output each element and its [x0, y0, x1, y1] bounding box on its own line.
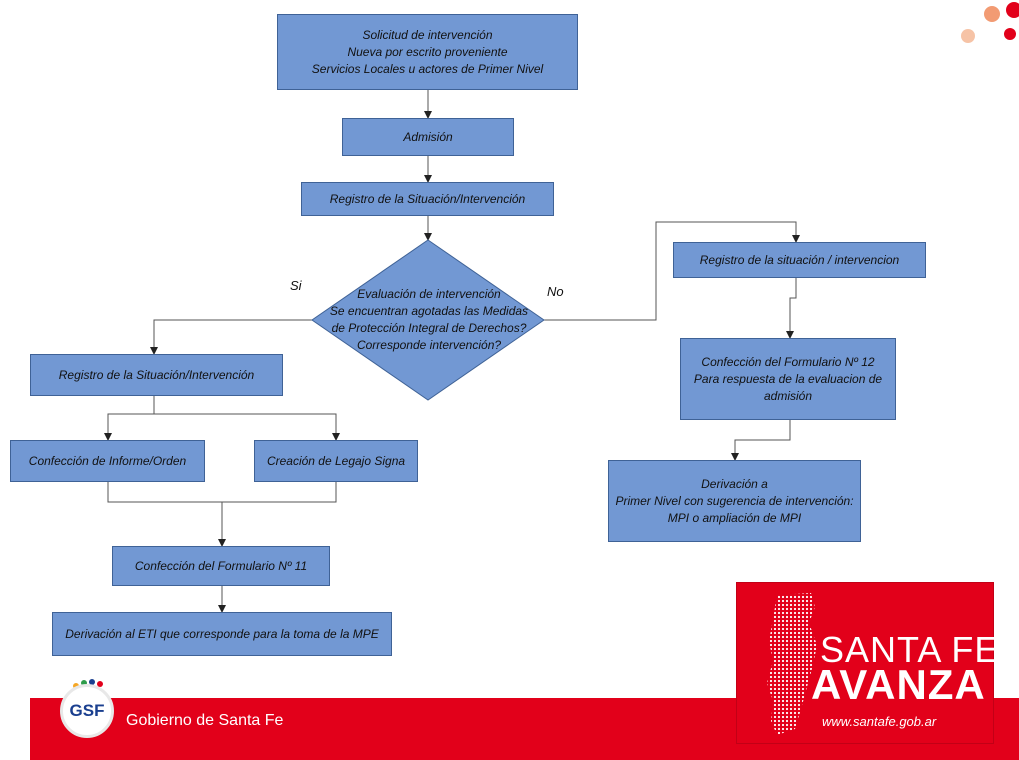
brand-line-1: SANTA FE — [820, 629, 1000, 670]
decision-diamond — [311, 239, 545, 401]
form12-line-2: Para respuesta de la evaluacion de — [693, 371, 883, 386]
santa-fe-avanza-logo — [736, 582, 994, 744]
no-register-label: Registro de la situación / intervencion — [699, 252, 900, 267]
decision-line-1: Evaluación de intervención — [357, 287, 501, 301]
website-link[interactable]: www.santafe.gob.ar — [822, 714, 937, 729]
decision-line-3: de Protección Integral de Derechos? — [331, 321, 527, 335]
legajo-label: Creación de Legajo Signa — [266, 453, 406, 468]
form12-line-3: admisión — [763, 388, 812, 403]
no-derivation-line-3: MPI o ampliación de MPI — [667, 510, 802, 525]
no-register-box: Registro de la situación / intervencion — [673, 242, 926, 278]
request-box: Solicitud de intervención Nueva por escr… — [277, 14, 578, 90]
gsf-logo-text: GSF — [69, 701, 105, 720]
form11-label: Confección del Formulario Nº 11 — [134, 558, 308, 573]
no-derivation-line-2: Primer Nivel con sugerencia de intervenc… — [615, 493, 854, 508]
yes-derivation-box: Derivación al ETI que corresponde para l… — [52, 612, 392, 656]
admission-box: Admisión — [342, 118, 514, 156]
decision-line-2: Se encuentran agotadas las Medidas — [329, 304, 529, 318]
decision-line-4: Corresponde intervención? — [356, 338, 502, 352]
form12-line-1: Confección del Formulario Nº 12 — [701, 354, 875, 369]
no-derivation-box: Derivación a Primer Nivel con sugerencia… — [608, 460, 861, 542]
yes-derivation-label: Derivación al ETI que corresponde para l… — [65, 626, 379, 641]
register-top-label: Registro de la Situación/Intervención — [329, 191, 526, 206]
request-line-3: Servicios Locales u actores de Primer Ni… — [311, 61, 544, 76]
yes-register-box: Registro de la Situación/Intervención — [30, 354, 283, 396]
no-label: No — [547, 284, 564, 299]
decision-text: Evaluación de intervención Se encuentran… — [312, 286, 546, 354]
brand-line-2: AVANZA — [811, 661, 986, 708]
gsf-logo: GSF — [60, 684, 114, 738]
legajo-box: Creación de Legajo Signa — [254, 440, 418, 482]
decorative-dots-icon — [961, 2, 1019, 43]
report-box: Confección de Informe/Orden — [10, 440, 205, 482]
yes-register-label: Registro de la Situación/Intervención — [58, 367, 255, 382]
gsf-logo-dots-icon — [73, 679, 103, 689]
province-map-icon — [767, 593, 817, 735]
yes-label: Si — [290, 278, 302, 293]
register-top-box: Registro de la Situación/Intervención — [301, 182, 554, 216]
request-line-2: Nueva por escrito proveniente — [347, 44, 508, 59]
form11-box: Confección del Formulario Nº 11 — [112, 546, 330, 586]
request-line-1: Solicitud de intervención — [362, 27, 493, 42]
report-label: Confección de Informe/Orden — [28, 453, 187, 468]
form12-box: Confección del Formulario Nº 12 Para res… — [680, 338, 896, 420]
no-derivation-line-1: Derivación a — [701, 476, 768, 491]
admission-label: Admisión — [403, 129, 453, 144]
government-name: Gobierno de Santa Fe — [126, 712, 284, 729]
